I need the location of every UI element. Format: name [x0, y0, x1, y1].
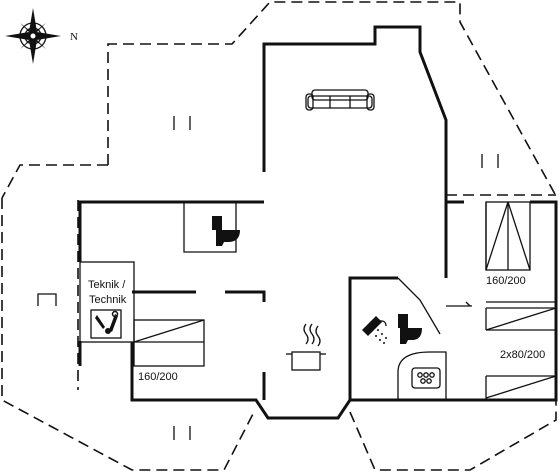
bed-left [133, 319, 205, 367]
bed-right-bottom-lower [485, 375, 557, 399]
teknik-label-2: Technik [89, 294, 127, 306]
compass-rose-icon [5, 8, 61, 64]
bed-right-top-label: 160/200 [486, 275, 526, 287]
sofa-icon [305, 89, 375, 111]
sauna-stove-icon [411, 367, 441, 389]
cooking-pot-icon [286, 323, 326, 371]
walls [78, 25, 558, 420]
tools-icon [90, 309, 122, 339]
toilet-icon [398, 314, 422, 344]
bed-left-label: 160/200 [138, 371, 178, 383]
bed-right-bottom-label: 2x80/200 [500, 349, 545, 361]
bed-right-top [485, 201, 531, 271]
compass-north-label: N [70, 31, 78, 43]
teknik-label-1: Teknik / [88, 279, 126, 291]
shower-icon [362, 316, 387, 344]
toilet-icon [212, 216, 240, 246]
terrace-door-icon [37, 116, 499, 440]
bed-right-bottom-upper [485, 307, 557, 331]
